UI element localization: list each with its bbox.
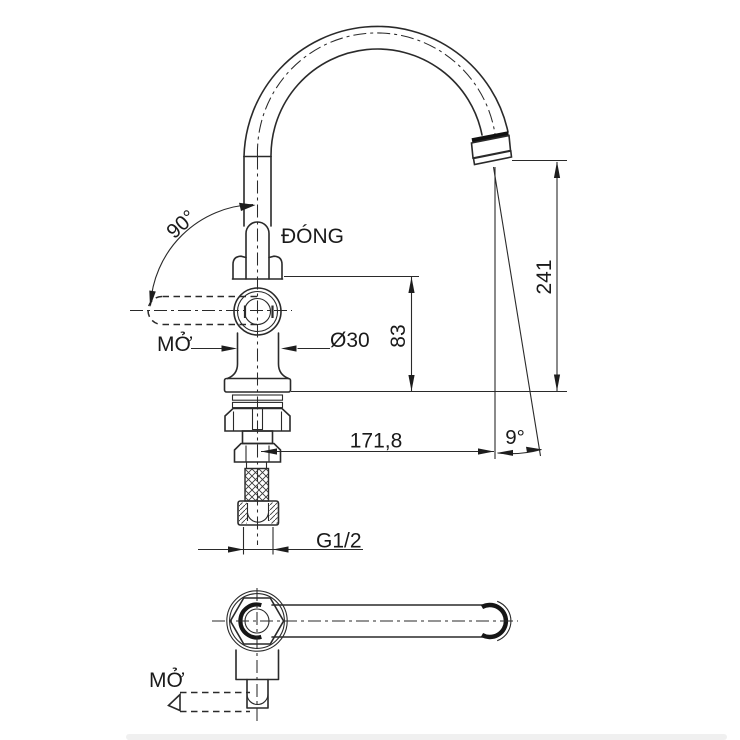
label-171-8: 171,8 <box>350 430 403 453</box>
spout-aerator <box>470 131 513 166</box>
dim-9-arc <box>497 446 542 456</box>
handle-open-dashed <box>130 295 292 326</box>
dim-83 <box>284 275 419 392</box>
dim-g12 <box>198 527 363 555</box>
valve-body <box>233 287 282 336</box>
label-90-degrees: 90° <box>162 205 200 243</box>
plan-handle-open-dashed <box>167 691 250 713</box>
dim-90-arc <box>149 202 256 307</box>
label-dong-closed: ĐÓNG <box>281 225 344 248</box>
body-column <box>223 332 292 393</box>
label-diameter-30: Ø30 <box>330 329 370 352</box>
valve-pivot-mount <box>231 255 284 280</box>
plan-view <box>167 588 518 722</box>
label-g12-thread: G1/2 <box>316 530 362 553</box>
label-241: 241 <box>533 259 556 294</box>
supply-hose <box>237 467 280 526</box>
label-9-degrees: 9° <box>505 426 525 449</box>
dim-171-8 <box>261 448 494 455</box>
spout-gooseneck <box>243 25 509 545</box>
handle-closed <box>245 221 270 280</box>
label-83: 83 <box>387 324 410 347</box>
dim-241 <box>512 159 567 392</box>
bottom-divider <box>126 734 727 740</box>
water-stream-lines <box>492 166 542 459</box>
label-mo-open-front: MỞ <box>157 332 193 356</box>
dim-diameter <box>191 345 330 352</box>
label-mo-open-bottom: MỞ <box>149 668 185 692</box>
